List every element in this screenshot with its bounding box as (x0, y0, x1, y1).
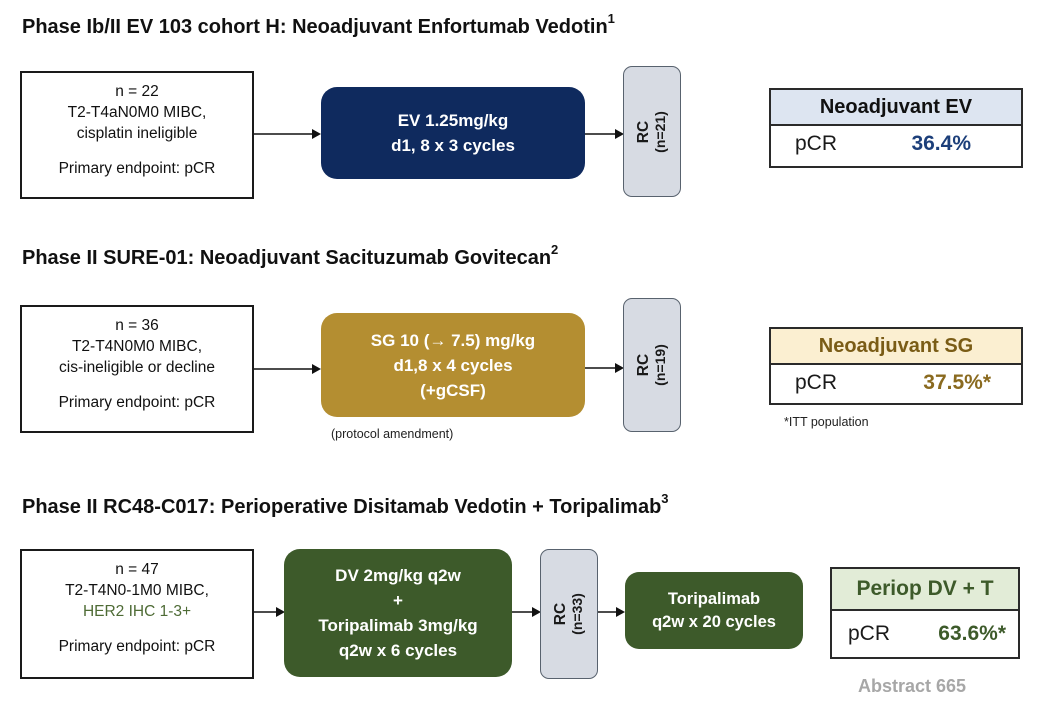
reference-superscript: 1 (607, 11, 615, 27)
patient-stage: T2-T4N0-1M0 MIBC, (65, 582, 209, 599)
section-title-text: Phase Ib/II EV 103 cohort H: Neoadjuvant… (22, 16, 608, 38)
result-row: pCR 37.5%* (771, 365, 1021, 401)
treatment-schedule: q2w x 6 cycles (338, 641, 458, 660)
radical-cystectomy-box: RC(n=19) (623, 298, 681, 432)
arrow-connector (585, 363, 624, 373)
rc-label: RC (635, 353, 652, 377)
patient-stage: T2-T4aN0M0 MIBC, (67, 104, 207, 121)
arrow-connector (598, 607, 625, 617)
result-header: Neoadjuvant EV (771, 90, 1021, 126)
patient-count: n = 22 (115, 83, 159, 100)
result-metric: pCR (795, 132, 838, 155)
treatment-support: (+gCSF) (420, 380, 486, 400)
result-value: 63.6%* (938, 622, 1006, 645)
treatment-dose: SG 10 (→ 7.5) mg/kg (370, 330, 536, 350)
spacer (22, 622, 252, 636)
treatment-schedule: d1,8 x 4 cycles (393, 355, 513, 375)
radical-cystectomy-box: RC(n=33) (540, 549, 598, 679)
result-table-sg: Neoadjuvant SG pCR 37.5%* (769, 327, 1023, 405)
reference-superscript: 2 (551, 242, 559, 258)
treatment-dose: EV 1.25mg/kg (397, 111, 509, 130)
her2-criteria: HER2 IHC 1-3+ (82, 603, 192, 620)
adjuvant-toripalimab-box: Toripalimab q2w x 20 cycles (625, 572, 803, 649)
patient-eligibility: cisplatin ineligible (76, 125, 198, 142)
patient-criteria-box: n = 22 T2-T4aN0M0 MIBC, cisplatin inelig… (20, 71, 254, 199)
arrow-connector (585, 129, 624, 139)
primary-endpoint: Primary endpoint: pCR (58, 638, 216, 655)
treatment-schedule: d1, 8 x 3 cycles (391, 136, 515, 155)
section-title-text: Phase II RC48-C017: Perioperative Disita… (22, 496, 662, 518)
result-table-ev: Neoadjuvant EV pCR 36.4% (769, 88, 1023, 168)
treatment-box-dv: DV 2mg/kg q2w + Toripalimab 3mg/kg q2w x… (284, 549, 512, 677)
section-title-sure01: Phase II SURE-01: Neoadjuvant Sacituzuma… (22, 243, 558, 270)
section-title-rc48: Phase II RC48-C017: Perioperative Disita… (22, 492, 669, 519)
rc-count: (n=33) (569, 593, 585, 635)
section-title-ev103: Phase Ib/II EV 103 cohort H: Neoadjuvant… (22, 12, 615, 39)
adjuvant-schedule: q2w x 20 cycles (652, 612, 776, 631)
result-row: pCR 63.6%* (832, 611, 1018, 657)
primary-endpoint: Primary endpoint: pCR (58, 160, 216, 177)
patient-eligibility: cis-ineligible or decline (59, 359, 215, 376)
arrow-connector (254, 364, 321, 374)
spacer (22, 378, 252, 392)
result-metric: pCR (795, 371, 838, 394)
rc-count: (n=21) (652, 110, 668, 153)
patient-count: n = 47 (115, 561, 159, 578)
reference-superscript: 3 (661, 491, 669, 507)
result-row: pCR 36.4% (771, 126, 1021, 162)
result-table-dv: Periop DV + T pCR 63.6%* (830, 567, 1020, 659)
arrow-connector (512, 607, 541, 617)
rc-count: (n=19) (652, 344, 668, 386)
treatment-box-sg: SG 10 (→ 7.5) mg/kg d1,8 x 4 cycles (+gC… (321, 313, 585, 417)
patient-count: n = 36 (115, 317, 159, 334)
patient-criteria-box: n = 36 T2-T4N0M0 MIBC, cis-ineligible or… (20, 305, 254, 433)
patient-stage: T2-T4N0M0 MIBC, (71, 338, 203, 355)
result-header: Neoadjuvant SG (771, 329, 1021, 365)
treatment-toripalimab-dose: Toripalimab 3mg/kg (318, 616, 478, 635)
primary-endpoint: Primary endpoint: pCR (58, 394, 216, 411)
abstract-label: Abstract 665 (858, 676, 967, 696)
result-header: Periop DV + T (832, 569, 1018, 611)
section-title-text: Phase II SURE-01: Neoadjuvant Sacituzuma… (22, 247, 552, 269)
plus-sign: + (393, 591, 403, 610)
result-metric: pCR (848, 622, 891, 645)
result-value: 36.4% (911, 132, 971, 155)
spacer (22, 144, 252, 158)
radical-cystectomy-box: RC(n=21) (623, 66, 681, 197)
treatment-box-ev: EV 1.25mg/kg d1, 8 x 3 cycles (321, 87, 585, 179)
treatment-dv-dose: DV 2mg/kg q2w (335, 566, 461, 585)
rc-label: RC (635, 120, 652, 143)
result-value: 37.5%* (923, 371, 991, 394)
itt-footnote: *ITT population (784, 415, 869, 429)
arrow-connector (254, 129, 321, 139)
arrow-connector (254, 607, 285, 617)
patient-criteria-box: n = 47 T2-T4N0-1M0 MIBC, HER2 IHC 1-3+ P… (20, 549, 254, 679)
adjuvant-drug: Toripalimab (667, 589, 761, 608)
amendment-note: (protocol amendment) (331, 427, 454, 441)
rc-label: RC (552, 602, 569, 626)
